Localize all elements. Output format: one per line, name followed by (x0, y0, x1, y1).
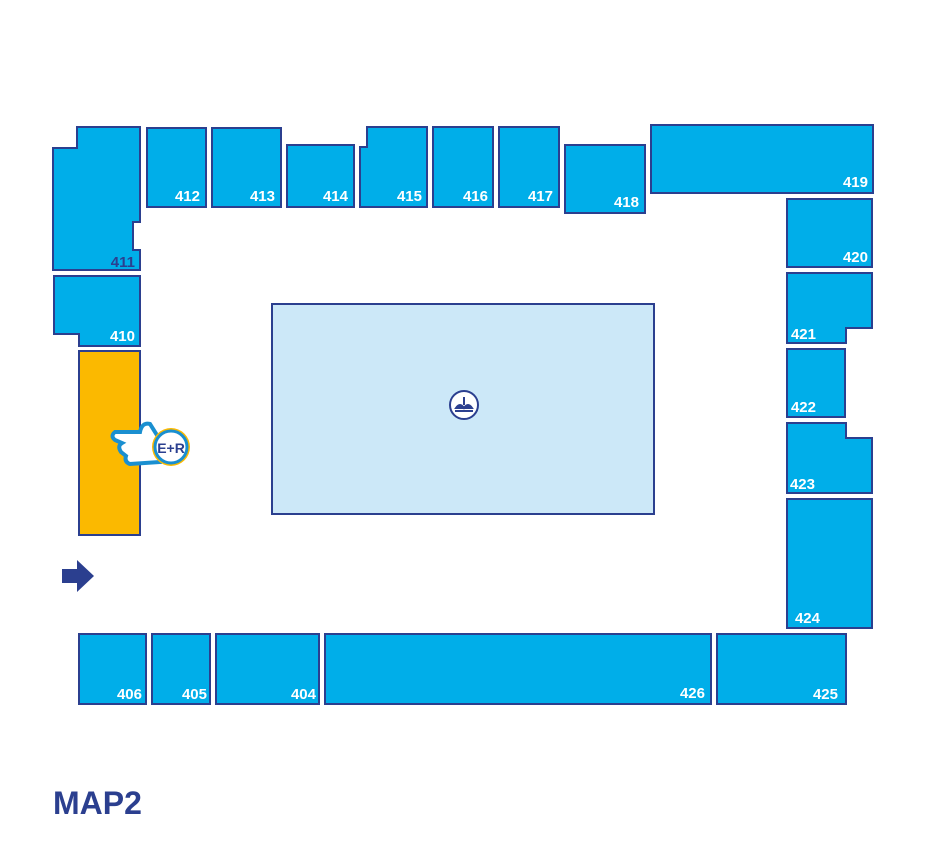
room-label: 419 (843, 174, 868, 191)
room-label: 422 (791, 399, 816, 416)
room-419[interactable]: 419 (650, 124, 874, 194)
room-414[interactable]: 414 (286, 144, 355, 208)
room-422[interactable]: 422 (786, 348, 846, 418)
room-label: 421 (791, 326, 816, 343)
pointing-hand-icon (110, 421, 162, 467)
room-423[interactable]: 423 (786, 422, 873, 494)
room-label: 417 (528, 188, 553, 205)
room-411[interactable]: 411 (52, 126, 141, 271)
room-417[interactable]: 417 (498, 126, 560, 208)
room-label: 423 (790, 476, 815, 493)
room-label: 416 (463, 188, 488, 205)
er-badge[interactable]: E+R (152, 428, 190, 466)
room-label: 411 (111, 254, 135, 271)
room-label: 405 (182, 686, 207, 703)
room-label: 426 (680, 685, 705, 702)
room-426[interactable]: 426 (324, 633, 712, 705)
atrium (271, 303, 655, 515)
room-410[interactable]: 410 (53, 275, 141, 347)
badge-label: E+R (157, 440, 185, 456)
room-416[interactable]: 416 (432, 126, 494, 208)
room-label: 404 (291, 686, 317, 703)
room-label: 424 (795, 610, 821, 627)
fountain-icon (449, 390, 479, 420)
room-label: 406 (117, 686, 142, 703)
room-label: 418 (614, 194, 639, 211)
room-label: 420 (843, 249, 868, 266)
room-424[interactable]: 424 (786, 498, 873, 629)
room-420[interactable]: 420 (786, 198, 873, 268)
map-title: MAP2 (53, 785, 142, 821)
room-405[interactable]: 405 (151, 633, 211, 705)
room-label: 413 (250, 188, 275, 205)
room-425[interactable]: 425 (716, 633, 847, 705)
room-label: 412 (175, 188, 200, 205)
room-label: 415 (397, 188, 422, 205)
room-413[interactable]: 413 (211, 127, 282, 208)
room-label: 414 (323, 188, 349, 205)
room-404[interactable]: 404 (215, 633, 320, 705)
room-421[interactable]: 421 (786, 272, 873, 344)
room-label: 425 (813, 686, 838, 703)
room-418[interactable]: 418 (564, 144, 646, 214)
room-412[interactable]: 412 (146, 127, 207, 208)
arrow-right-icon (62, 560, 94, 592)
room-406[interactable]: 406 (78, 633, 147, 705)
room-415[interactable]: 415 (359, 126, 428, 208)
room-label: 410 (110, 328, 135, 345)
